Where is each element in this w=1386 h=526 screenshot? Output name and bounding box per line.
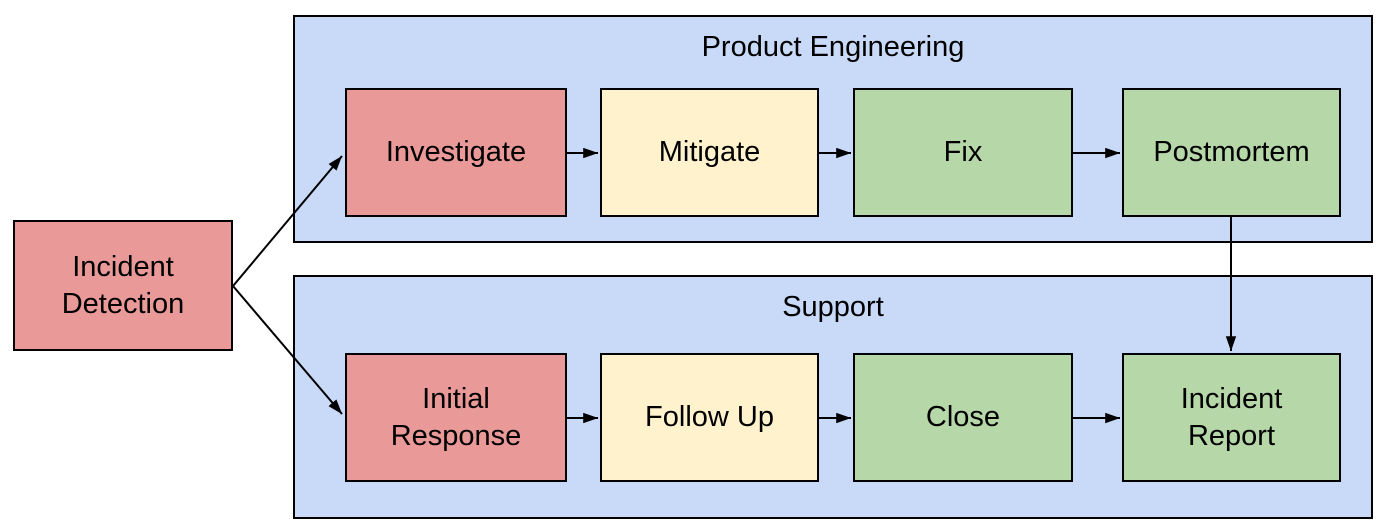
node-close: Close <box>853 353 1073 482</box>
node-follow-up: Follow Up <box>600 353 819 482</box>
node-incident-report: Incident Report <box>1122 353 1341 482</box>
node-mitigate: Mitigate <box>600 88 819 217</box>
node-investigate: Investigate <box>345 88 567 217</box>
node-initial-response: Initial Response <box>345 353 567 482</box>
node-postmortem: Postmortem <box>1122 88 1341 217</box>
node-incident-detection: Incident Detection <box>13 220 233 351</box>
node-fix: Fix <box>853 88 1073 217</box>
lane-title-support: Support <box>782 291 884 323</box>
lane-title-product-engineering: Product Engineering <box>701 31 965 63</box>
